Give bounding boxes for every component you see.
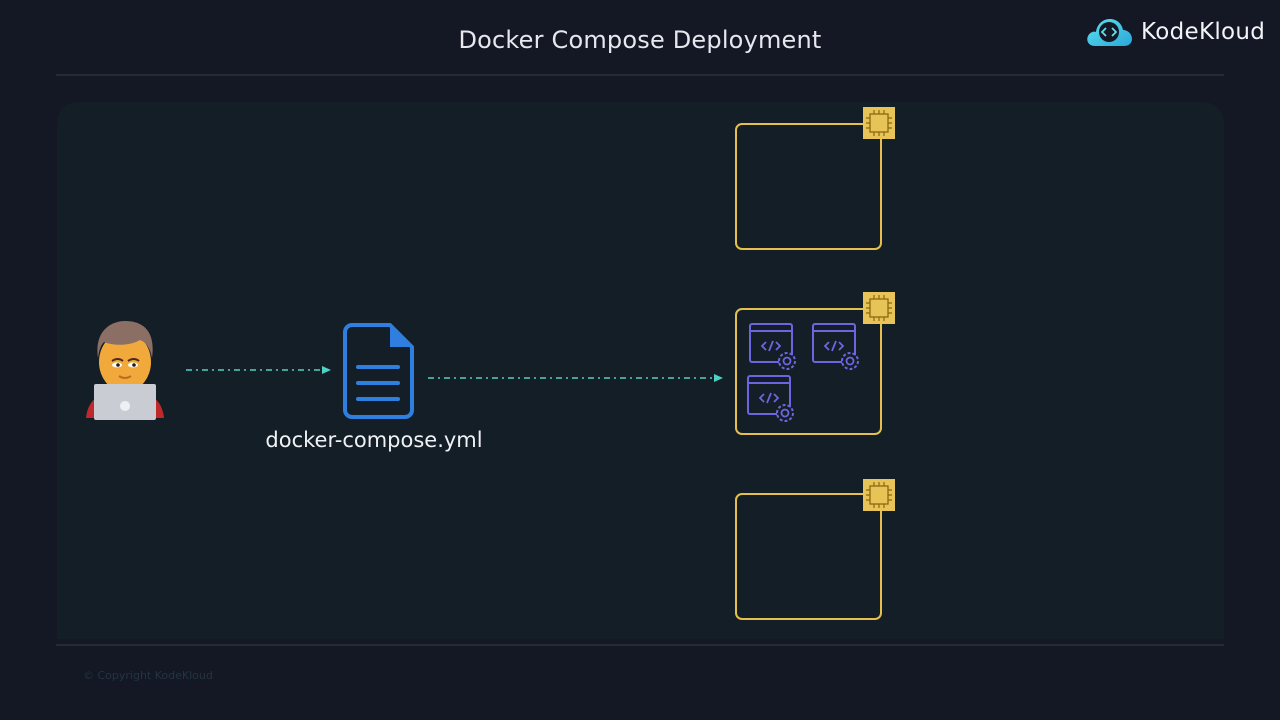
cpu-chip-icon xyxy=(863,479,895,511)
node-1 xyxy=(735,123,882,250)
cpu-chip-icon xyxy=(863,292,895,324)
brand-logo: KodeKloud xyxy=(1085,15,1265,49)
copyright-text: © Copyright KodeKloud xyxy=(83,669,213,682)
footer-divider xyxy=(56,644,1224,646)
developer-with-laptop-icon xyxy=(86,321,164,420)
document-icon xyxy=(343,323,414,419)
brand-name: KodeKloud xyxy=(1141,19,1266,45)
app-service-icon xyxy=(749,323,796,370)
file-label: docker-compose.yml xyxy=(265,428,483,452)
node-3 xyxy=(735,493,882,620)
cpu-chip-icon xyxy=(863,107,895,139)
app-service-icon xyxy=(747,375,794,422)
arrow-file-to-node xyxy=(428,374,723,382)
header-divider xyxy=(56,74,1224,76)
arrow-user-to-file xyxy=(186,366,331,374)
page-title: Docker Compose Deployment xyxy=(458,26,822,54)
cloud-code-icon xyxy=(1087,19,1132,46)
app-service-icon xyxy=(812,323,859,370)
node-2 xyxy=(735,308,882,435)
